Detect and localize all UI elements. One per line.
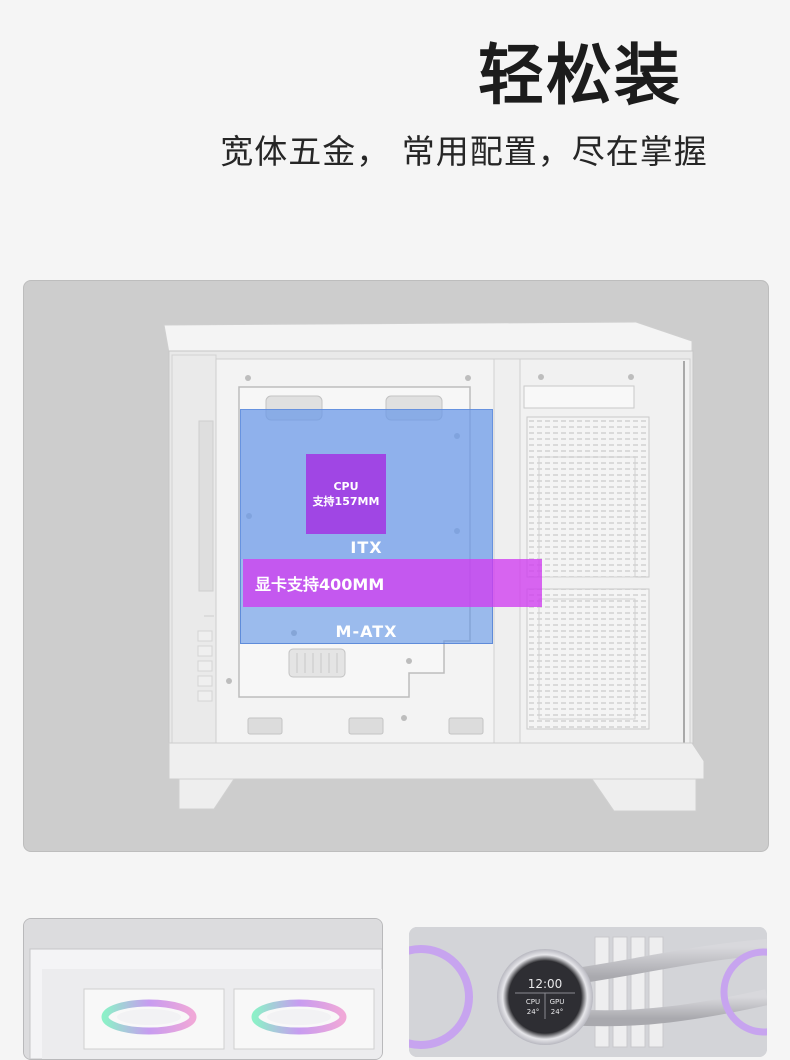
rgb-fans-illustration [24,919,382,1059]
cooler-gpu-temp: 24° [551,1008,563,1016]
rgb-fans-photo [23,918,383,1060]
itx-label: ITX [350,538,383,557]
page-subtitle: 宽体五金， 常用配置，尽在掌握 [220,132,708,171]
cooler-time-readout: 12:00 [528,977,563,991]
cpu-support-label: 支持157MM [312,495,380,508]
matx-label: M-ATX [335,622,398,641]
cooler-cpu-label: CPU [526,998,540,1006]
aio-cooler-photo: 12:00 CPU 24° GPU 24° [409,927,767,1057]
cooler-gpu-label: GPU [550,998,565,1006]
case-diagram-panel: M-ATX ITX CPU 支持157MM 显卡支持400MM [23,280,769,852]
page-title: 轻松装 [478,37,682,114]
aio-cooler-illustration: 12:00 CPU 24° GPU 24° [409,927,767,1057]
cpu-label: CPU [333,480,359,493]
cooler-cpu-temp: 24° [527,1008,539,1016]
cpu-clearance-zone: CPU 支持157MM [306,454,386,534]
gpu-clearance-zone: 显卡支持400MM [243,559,542,607]
gpu-support-label: 显卡支持400MM [255,575,385,594]
